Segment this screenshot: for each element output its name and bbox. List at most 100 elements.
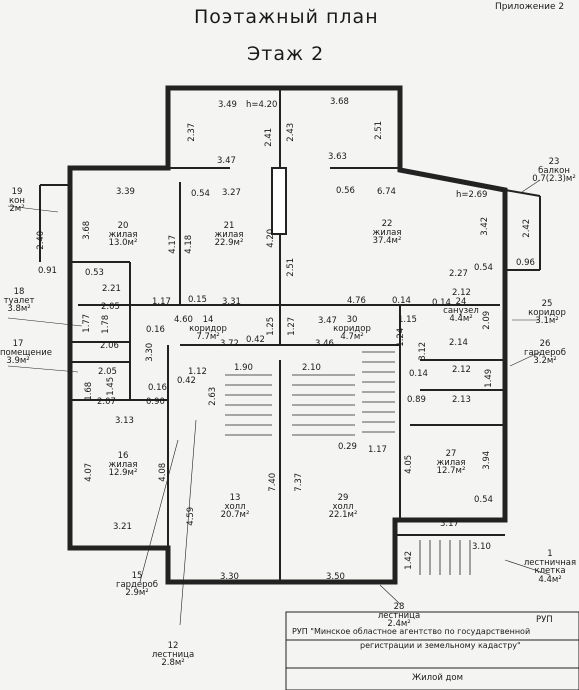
dim: 1.12: [188, 367, 207, 377]
dim: 4.60: [174, 315, 193, 325]
dim: 3.21: [113, 522, 132, 532]
dim: 0.56: [336, 186, 355, 196]
dim: 2.05: [101, 302, 120, 312]
dim: h=4.20: [246, 100, 278, 110]
dim: 0.15: [188, 295, 207, 305]
dim: 4.08: [158, 462, 169, 482]
dim: 2.40: [36, 230, 47, 250]
dim: 0.54: [474, 263, 493, 273]
dim: 0.14: [432, 298, 451, 308]
dim: 2.05: [98, 367, 117, 377]
dim: 2.41: [264, 127, 275, 147]
dim: 4.07: [84, 462, 95, 482]
dim: 3.17: [440, 519, 459, 529]
dim: 3.72: [220, 339, 239, 349]
dim: 0.14: [409, 369, 428, 379]
dim: 1.17: [368, 445, 387, 455]
dim: 3.30: [145, 342, 156, 362]
stamp-code: РУП: [536, 615, 553, 625]
dim: 2.14: [449, 338, 468, 348]
plan-title: Поэтажный план: [194, 6, 379, 28]
dim: 0.89: [407, 395, 426, 405]
dim: 4.59: [186, 506, 197, 526]
dim: 0.16: [148, 383, 167, 393]
dim: 1.78: [101, 314, 112, 334]
dim: 0.96: [516, 258, 535, 268]
dim: 0.42: [246, 335, 265, 345]
stamp-org2: регистрации и земельному кадастру": [360, 641, 521, 650]
dim: 2.42: [522, 218, 533, 238]
dim: 3.42: [480, 216, 491, 236]
dim: 1.27: [287, 316, 298, 336]
stamp-object: Жилой дом: [412, 673, 464, 683]
dim: 2.13: [452, 395, 471, 405]
appendix-label: Приложение 2: [495, 2, 565, 12]
dim: 3.63: [328, 152, 347, 162]
dim: 0.14: [392, 296, 411, 306]
dim: 0.54: [191, 189, 210, 199]
dim: 1.68: [84, 381, 95, 401]
dim: 2.37: [187, 122, 198, 142]
dim: 4.17: [168, 234, 179, 254]
dim: 2.10: [302, 363, 321, 373]
dim: 4.20: [266, 228, 277, 248]
dim: 6.74: [377, 187, 396, 197]
dim: 1.17: [152, 297, 171, 307]
dim: 2.07: [97, 397, 116, 407]
dim: 3.27: [222, 188, 241, 198]
dim: 3.49: [218, 100, 237, 110]
dim: 3.50: [326, 572, 345, 582]
dim: 0.29: [338, 442, 357, 452]
dim: 2.06: [100, 341, 119, 351]
dim: 3.31: [222, 297, 241, 307]
dim: 2.21: [102, 284, 121, 294]
dim: 2.51: [374, 120, 385, 140]
dim: 0.16: [146, 325, 165, 335]
dim: 4.18: [184, 234, 195, 254]
dim: 3.94: [482, 450, 493, 470]
dim: 7.40: [268, 472, 279, 492]
dim: 4.05: [404, 454, 415, 474]
dim: 2.43: [286, 122, 297, 142]
dim: 3.46: [315, 339, 334, 349]
dim: 1.24: [396, 327, 407, 347]
dim: 3.47: [318, 316, 337, 326]
dim: 1.42: [404, 550, 415, 570]
dim: 2.27: [449, 269, 468, 279]
dim: 3.68: [330, 97, 349, 107]
dim: 0.54: [474, 495, 493, 505]
dim: 1.45: [106, 376, 117, 396]
dim: 1.15: [398, 315, 417, 325]
dim: 3.68: [82, 220, 93, 240]
dim: 1.49: [484, 368, 495, 388]
dim: 4.76: [347, 296, 366, 306]
dim: 2.12: [452, 365, 471, 375]
dim: 0.42: [177, 376, 196, 386]
dim: 2.09: [482, 310, 493, 330]
dim: 3.39: [116, 187, 135, 197]
dim: 1.90: [234, 363, 253, 373]
dim: 0.53: [85, 268, 104, 278]
dim: 7.37: [294, 472, 305, 492]
dim: 2.12: [452, 288, 471, 298]
